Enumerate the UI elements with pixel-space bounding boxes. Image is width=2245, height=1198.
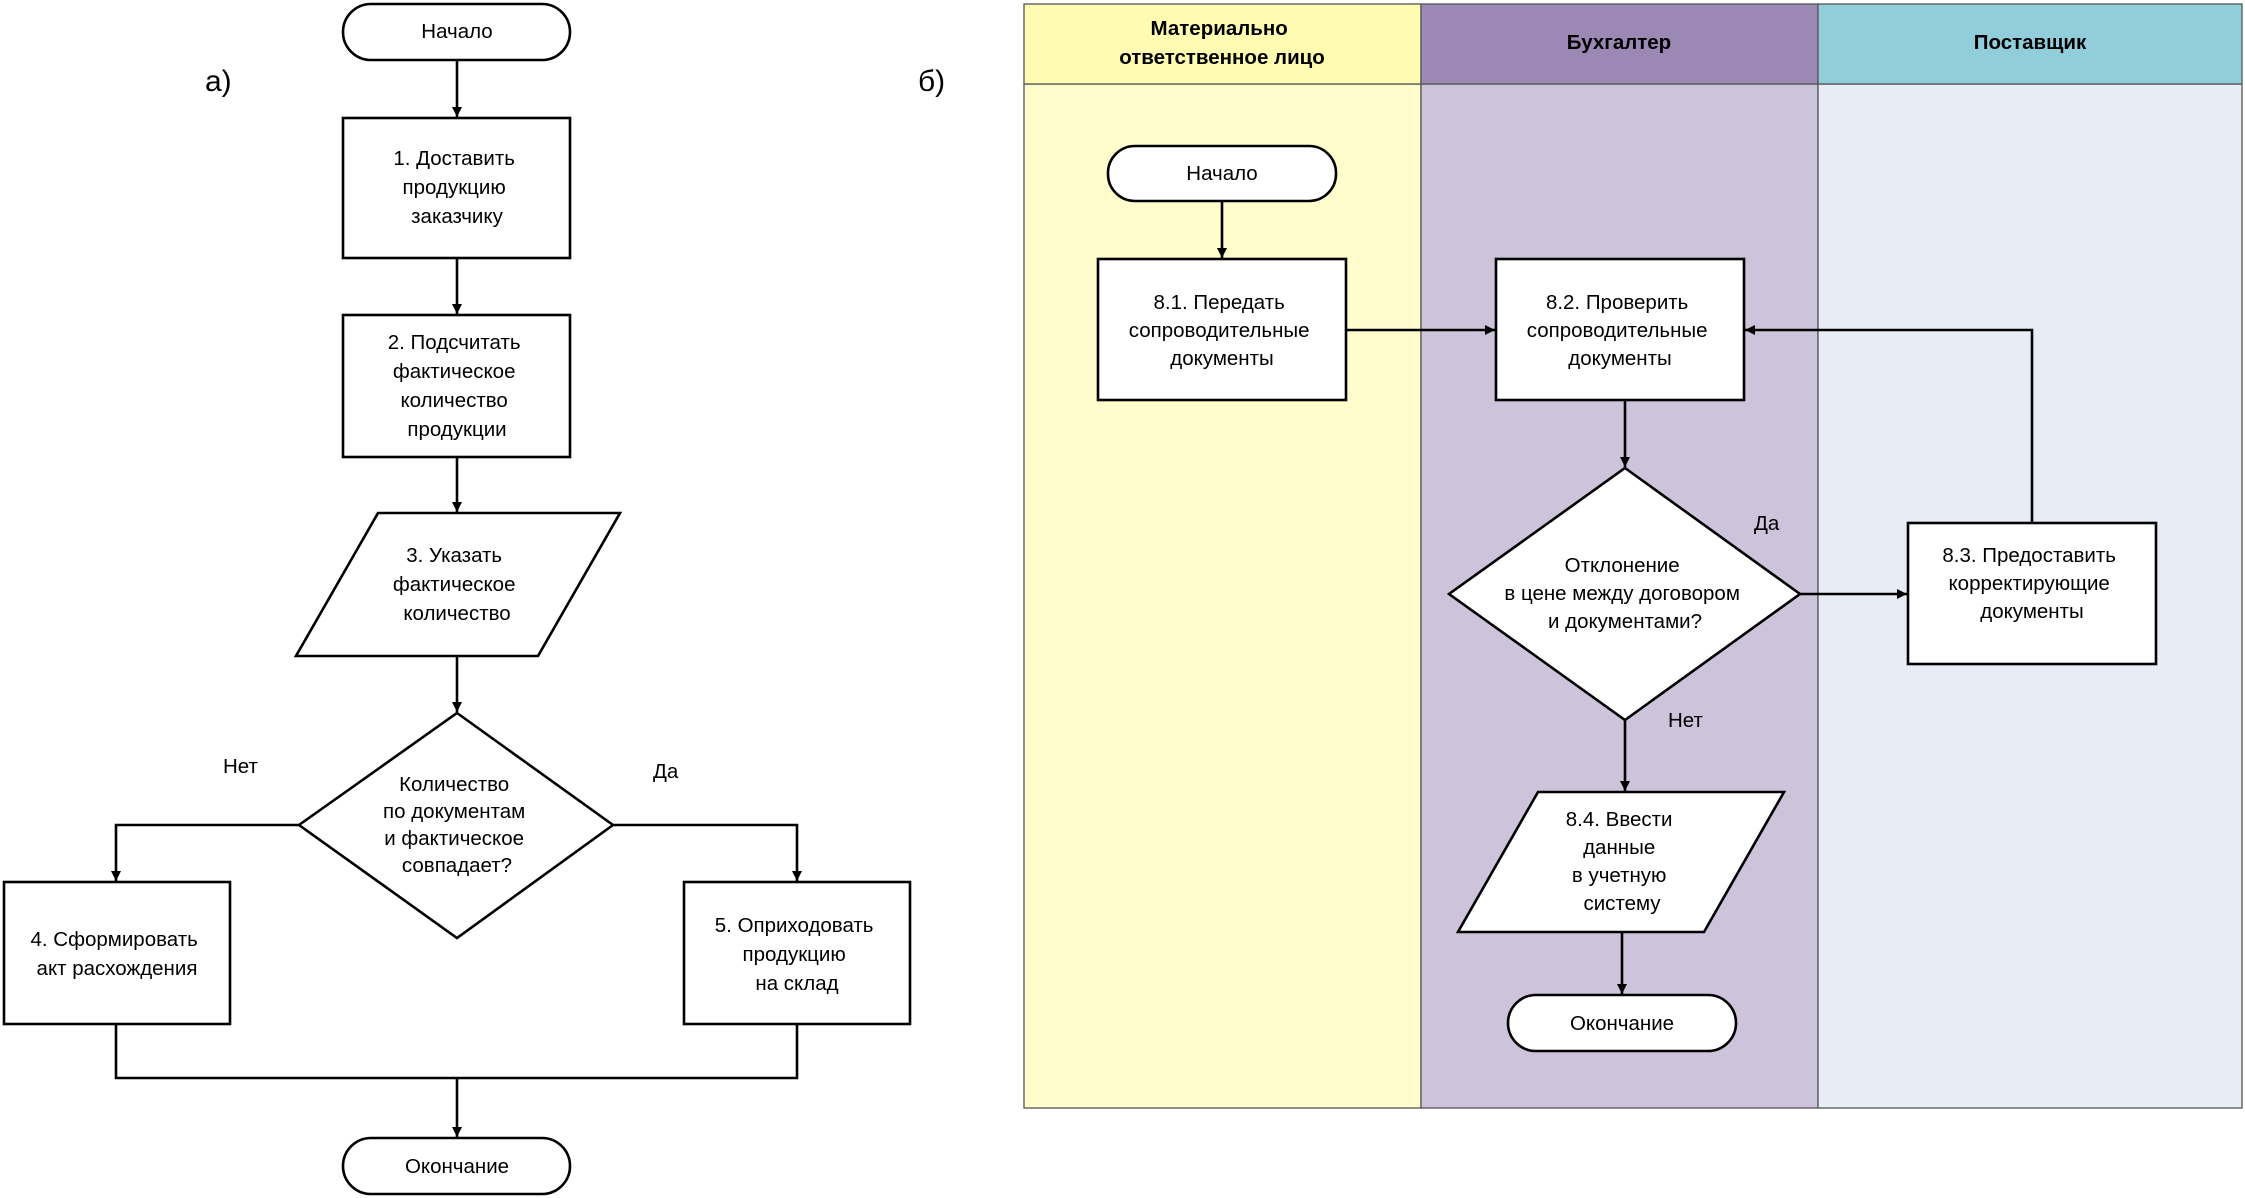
diagram-a-step-3-data: 3. Указать фактическое количество (293, 511, 623, 658)
diagram-a-step-4: 4. Сформировать акт расхождения (2, 880, 232, 1026)
diagram-b-start-text: Начало (1186, 162, 1257, 185)
diagram-a-decision-text: Количество по документам и фактическое с… (383, 773, 531, 877)
diagram-a-step-1-text: 1. Доставить продукцию заказчику (393, 147, 520, 228)
swimlane-accountant-header (1420, 3, 1819, 85)
diagram-b-step-8-1: 8.1. Передать сопроводительные документы (1096, 257, 1348, 402)
diagram-a-step-5: 5. Оприходовать продукцию на склад (682, 880, 912, 1026)
diagram-b-start-terminator: Начало (1106, 144, 1338, 203)
diagram-b-label: б) (918, 65, 945, 98)
diagram-a-step-2-text: 2. Подсчитать фактическое количество про… (388, 331, 526, 441)
diagram-a-line-step4-merge (114, 1024, 799, 1080)
diagram-a-label: а) (205, 65, 232, 98)
diagram-a: а) Начало 1. Доставить продукцию заказчи… (2, 2, 912, 1196)
diagram-b-no-label: Нет (1668, 709, 1704, 732)
diagram-b-step-8-1-text: 8.1. Передать сопроводительные документы (1129, 291, 1316, 370)
diagram-a-arrow-decision-no (111, 823, 299, 881)
diagram-a-step-2: 2. Подсчитать фактическое количество про… (341, 313, 572, 459)
diagram-b-decision-text: Отклонение в цене между договором и доку… (1504, 554, 1745, 633)
diagram-b-decision: Отклонение в цене между договором и доку… (1446, 466, 1803, 722)
diagram-a-step-3-text: 3. Указать фактическое количество (393, 544, 521, 625)
swimlane-supplier-header (1817, 3, 2243, 85)
diagram-a-decision: Количество по документам и фактическое с… (296, 711, 616, 940)
diagram-b-step-8-2-text: 8.2. Проверить сопроводительные документ… (1527, 291, 1714, 370)
diagram-a-yes-label: Да (653, 760, 679, 783)
diagram-a-step-1: 1. Доставить продукцию заказчику (341, 116, 572, 260)
swimlane-materially-responsible-header (1023, 3, 1422, 85)
swimlane-materially-responsible-title: Материально ответственное лицо (1119, 17, 1325, 69)
swimlane-accountant-title: Бухгалтер (1567, 31, 1671, 54)
diagram-a-step-5-text: 5. Оприходовать продукцию на склад (715, 914, 879, 995)
diagram-a-end-terminator: Окончание (341, 1136, 572, 1196)
diagram-b-step-8-2: 8.2. Проверить сопроводительные документ… (1494, 257, 1746, 402)
diagram-a-arrow-decision-yes (613, 823, 802, 881)
diagram-a-start-terminator: Начало (341, 2, 572, 62)
diagram-a-end-text: Окончание (405, 1155, 509, 1178)
swimlane-supplier-title: Поставщик (1974, 31, 2087, 54)
diagram-b-end-text: Окончание (1570, 1012, 1674, 1035)
diagram-b-step-8-3: 8.3. Предоставить корректирующие докумен… (1906, 521, 2158, 666)
diagram-b-step-8-3-text: 8.3. Предоставить корректирующие докумен… (1942, 544, 2121, 623)
diagram-b-yes-label: Да (1754, 512, 1780, 535)
diagram-b-step-8-4-text: 8.4. Ввести данные в учетную систему (1566, 808, 1678, 915)
diagram-b: б) Материально ответственное лицо Бухгал… (918, 3, 2243, 1109)
diagram-b-end-terminator: Окончание (1506, 993, 1738, 1053)
diagram-b-arrow-8-3-to-8-2 (1745, 325, 2034, 523)
diagram-a-no-label: Нет (223, 755, 259, 778)
diagram-a-connectors (111, 60, 802, 1137)
diagram-a-step-4-text: 4. Сформировать акт расхождения (31, 928, 204, 980)
diagram-a-start-text: Начало (421, 20, 492, 43)
diagram-b-step-8-4-data: 8.4. Ввести данные в учетную систему (1455, 790, 1787, 934)
diagram-b-connectors (1217, 201, 2034, 994)
